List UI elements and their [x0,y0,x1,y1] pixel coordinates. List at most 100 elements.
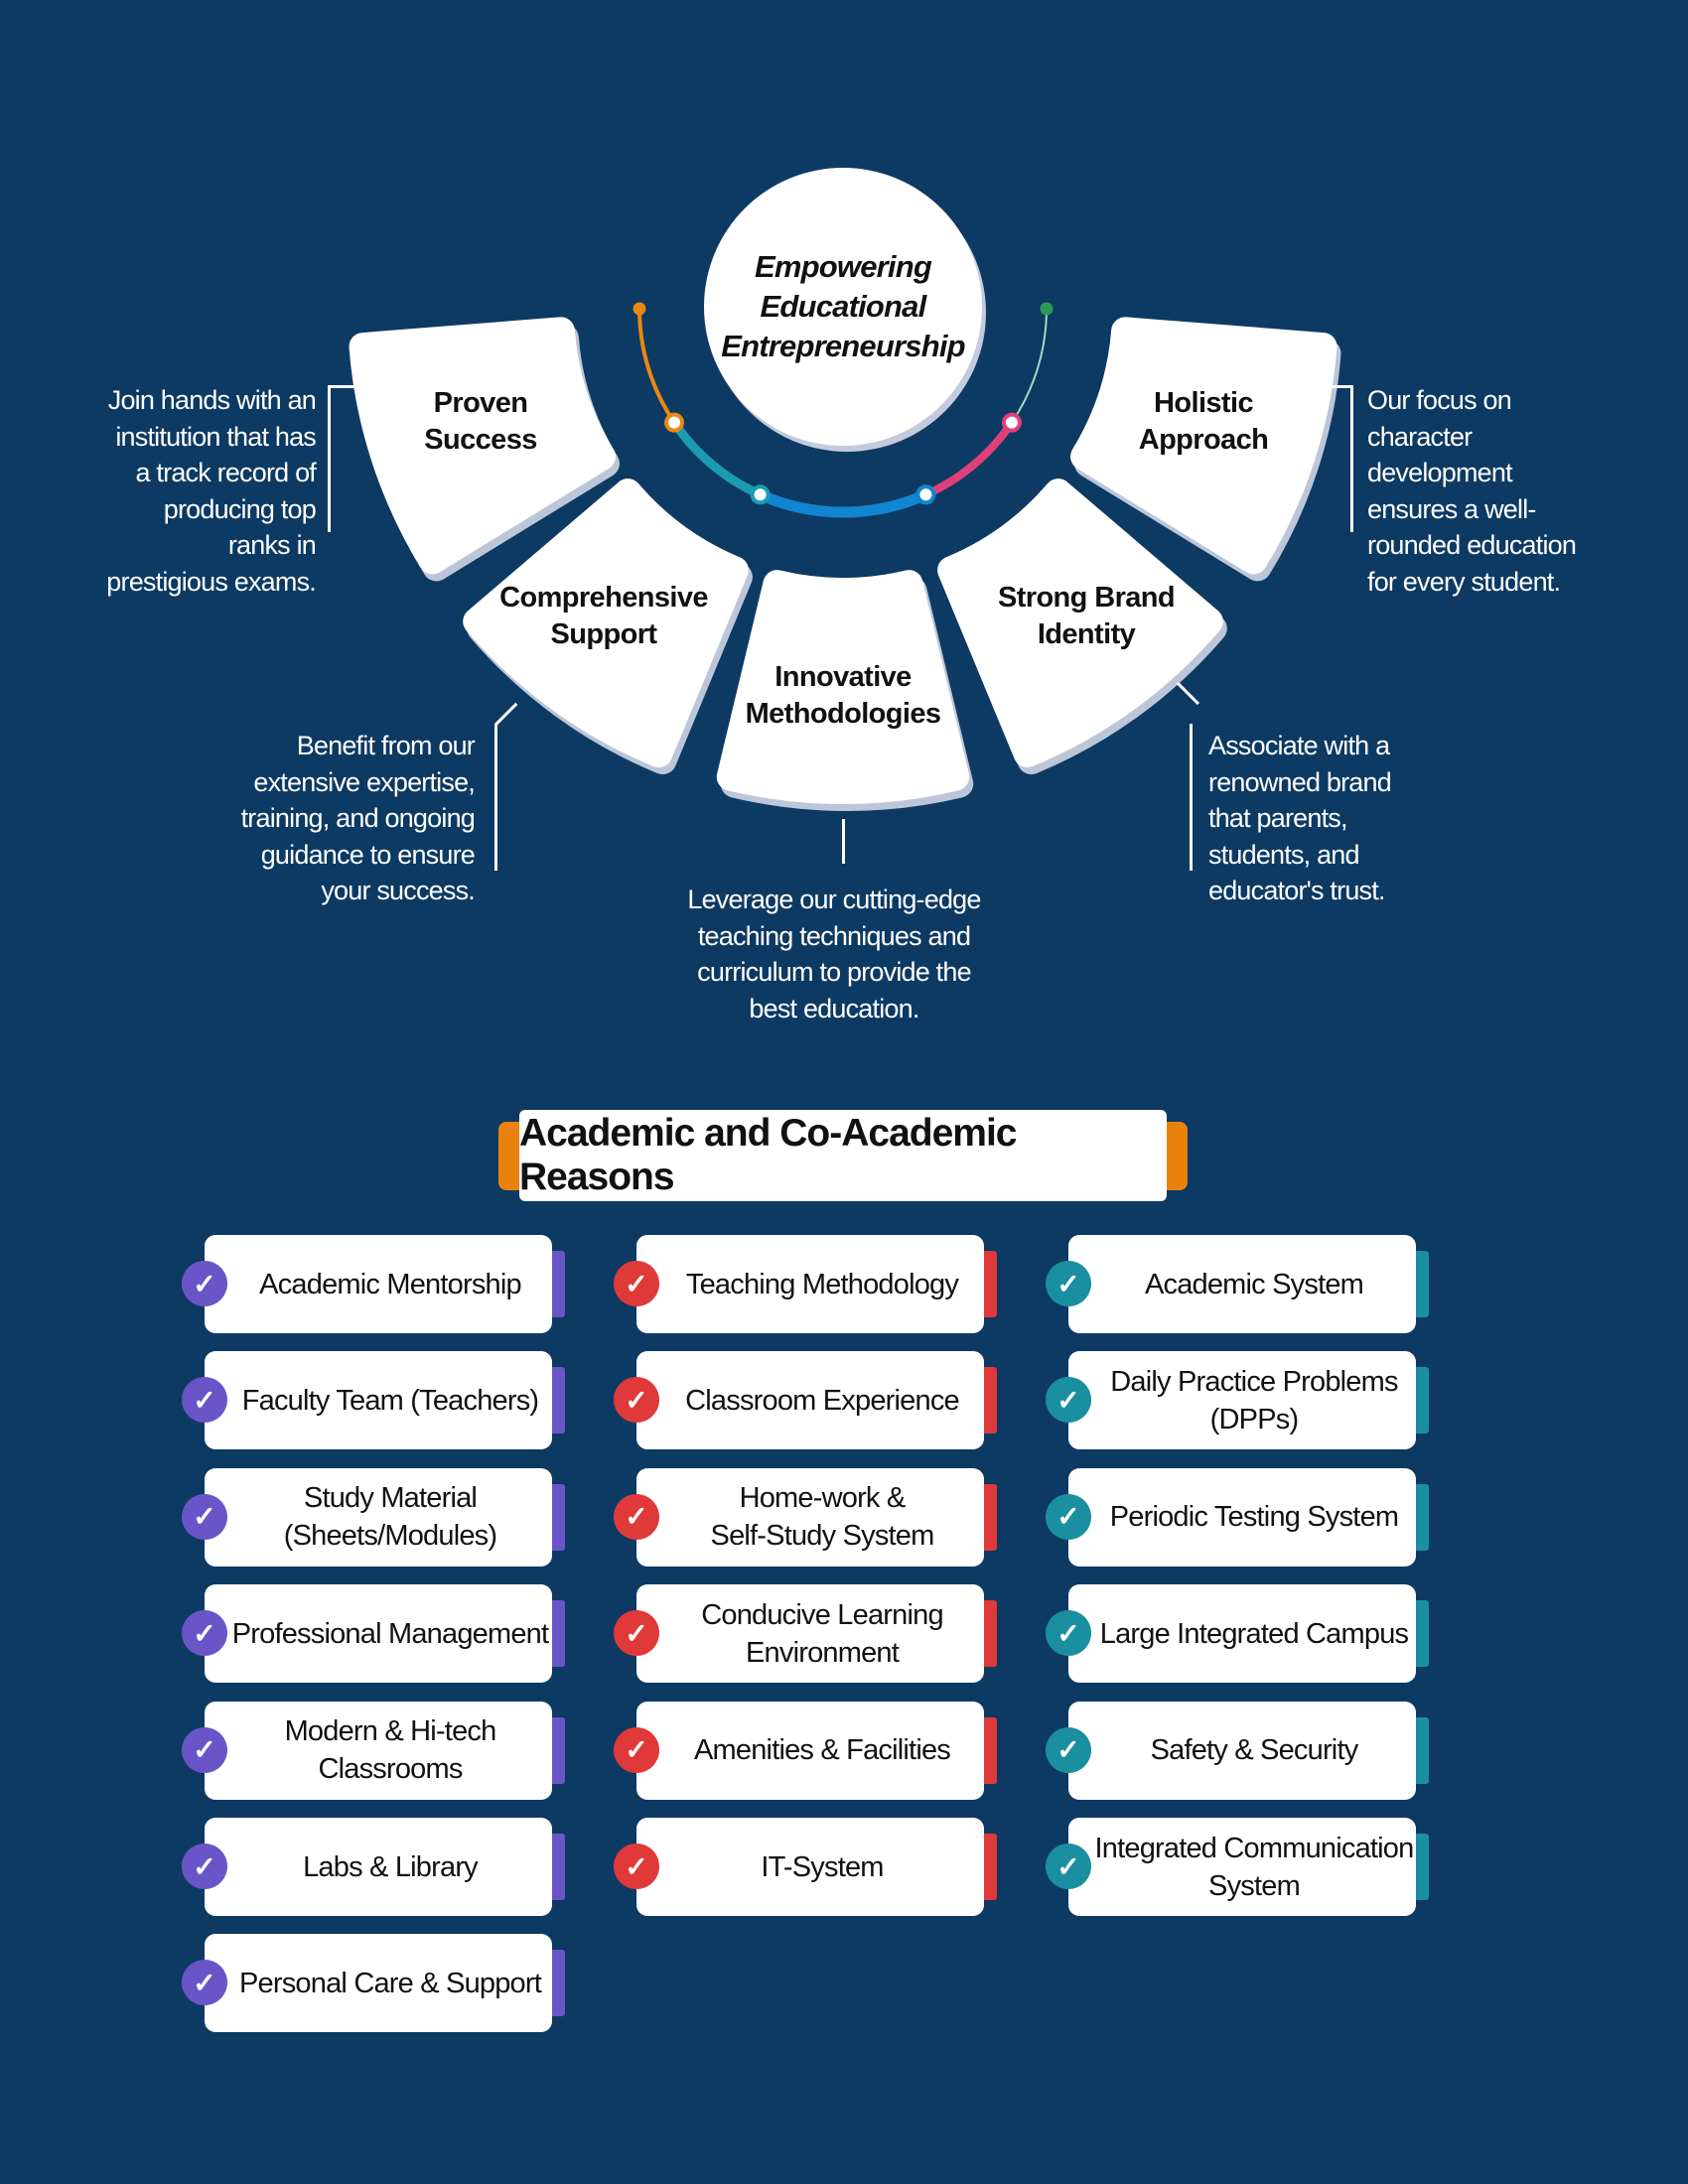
arc-node [1001,412,1022,433]
bracket-line [1350,385,1353,532]
reason-label: Professional Management [231,1617,549,1650]
petal-label-holistic-approach: Holistic Approach [1138,387,1269,456]
arc-node [633,302,646,316]
arc-segment [921,418,1016,499]
arc-segment [1010,308,1048,424]
section-header: Academic and Co-Academic Reasons [519,1110,1167,1201]
petal-label-strong-brand-identity: Strong Brand Identity [997,582,1176,650]
reason-card: Amenities & Facilities ✓ [614,1701,997,1800]
check-icon: ✓ [1046,1843,1091,1889]
reason-card: Conducive Learning Environment ✓ [614,1584,997,1684]
petal-label-comprehensive-support: Comprehensive Support [499,582,708,650]
desc-strong-brand-identity: Associate with a renowned brand that par… [1208,731,1392,905]
reason-card: Study Material (Sheets/Modules) ✓ [182,1467,565,1567]
reason-label: Modern & Hi-tech Classrooms [284,1715,497,1786]
petal-proven-success [349,317,616,575]
card-body: Safety & Security [1068,1701,1416,1800]
reason-label: Periodic Testing System [1109,1501,1399,1534]
reason-card: Academic Mentorship ✓ [182,1235,565,1333]
check-icon: ✓ [182,1726,227,1773]
reason-card: Home-work & Self-Study System ✓ [614,1467,997,1567]
reason-card: IT-System ✓ [614,1818,997,1916]
reason-card: Daily Practice Problems (DPPs) ✓ [1046,1351,1429,1450]
petal-comprehensive-support [463,478,749,768]
card-body: Classroom Experience [636,1351,984,1450]
card-body: Academic System [1068,1235,1416,1333]
check-icon: ✓ [614,1610,659,1657]
card-body: IT-System [636,1818,984,1916]
reason-label: Study Material (Sheets/Modules) [283,1482,497,1553]
check-icon: ✓ [182,1960,227,2006]
reason-card: Professional Management ✓ [182,1584,565,1684]
reason-label: Academic Mentorship [259,1268,521,1300]
connector-line [842,819,845,864]
arc-node [664,412,685,433]
petal-fan [349,302,1341,811]
petal-label-innovative-methodologies: Innovative Methodologies [745,661,941,730]
check-icon: ✓ [182,1493,227,1540]
reason-card: Safety & Security ✓ [1046,1701,1429,1800]
bracket-line [328,385,355,388]
card-body: Study Material (Sheets/Modules) [205,1467,552,1567]
reason-card: Classroom Experience ✓ [614,1351,997,1450]
card-body: Professional Management [205,1584,552,1684]
reason-label: Integrated Communication System [1094,1832,1415,1902]
reason-label: Large Integrated Campus [1099,1617,1409,1650]
petal-holistic-approach [1070,317,1337,575]
hub-circle: Empowering Educational Entrepreneurship [704,168,982,446]
reason-card: Faculty Team (Teachers) ✓ [182,1351,565,1450]
card-body: Amenities & Facilities [636,1701,984,1800]
reason-label: Faculty Team (Teachers) [241,1384,539,1417]
reason-label: Teaching Methodology [685,1268,959,1300]
reason-card: Modern & Hi-tech Classrooms ✓ [182,1701,565,1800]
reason-label: Academic System [1144,1268,1364,1300]
reason-card: Teaching Methodology ✓ [614,1235,997,1333]
reason-label: Conducive Learning Environment [701,1598,943,1669]
card-body: Home-work & Self-Study System [636,1467,984,1567]
reason-label: IT-System [761,1850,884,1883]
check-icon: ✓ [614,1843,659,1889]
card-body: Academic Mentorship [205,1235,552,1333]
card-body: Conducive Learning Environment [636,1584,984,1684]
arc-segment [755,488,931,518]
reason-card: Personal Care & Support ✓ [182,1934,565,2033]
card-body: Modern & Hi-tech Classrooms [205,1701,552,1800]
arc-segment [637,307,677,425]
check-icon: ✓ [614,1726,659,1773]
petal-strong-brand-identity [937,478,1223,768]
reason-label: Safety & Security [1150,1734,1359,1767]
desc-innovative-methodologies: Leverage our cutting-edge teaching techn… [687,885,981,1024]
reason-label: Daily Practice Problems (DPPs) [1110,1365,1398,1435]
section-title: Academic and Co-Academic Reasons [519,1112,1018,1198]
reason-label: Home-work & Self-Study System [710,1482,935,1553]
reason-card: Labs & Library ✓ [182,1818,565,1916]
card-body: Integrated Communication System [1068,1818,1416,1916]
reason-label: Labs & Library [303,1850,479,1883]
petal-label-proven-success: Proven Success [424,387,537,456]
arc-segment [669,418,766,499]
arc-node [1040,302,1054,316]
check-icon: ✓ [1046,1726,1091,1773]
reason-label: Personal Care & Support [239,1967,542,1999]
card-body: Labs & Library [205,1818,552,1916]
reason-card: Integrated Communication System ✓ [1046,1818,1429,1916]
check-icon: ✓ [614,1377,659,1424]
check-icon: ✓ [182,1377,227,1424]
card-body: Large Integrated Campus [1068,1584,1416,1684]
card-body: Periodic Testing System [1068,1467,1416,1567]
bracket-line [1327,385,1353,388]
check-icon: ✓ [182,1610,227,1657]
reason-label: Amenities & Facilities [694,1734,951,1767]
desc-holistic-approach: Our focus on character development ensur… [1367,385,1577,597]
check-icon: ✓ [1046,1493,1091,1540]
card-body: Personal Care & Support [205,1934,552,2033]
check-icon: ✓ [1046,1377,1091,1424]
desc-comprehensive-support: Benefit from our extensive expertise, tr… [240,731,476,905]
reason-card: Academic System ✓ [1046,1235,1429,1333]
card-body: Teaching Methodology [636,1235,984,1333]
check-icon: ✓ [1046,1610,1091,1657]
reason-card: Periodic Testing System ✓ [1046,1467,1429,1567]
check-icon: ✓ [614,1493,659,1540]
desc-proven-success: Join hands with an institution that has … [106,385,317,597]
reason-label: Classroom Experience [685,1384,960,1417]
